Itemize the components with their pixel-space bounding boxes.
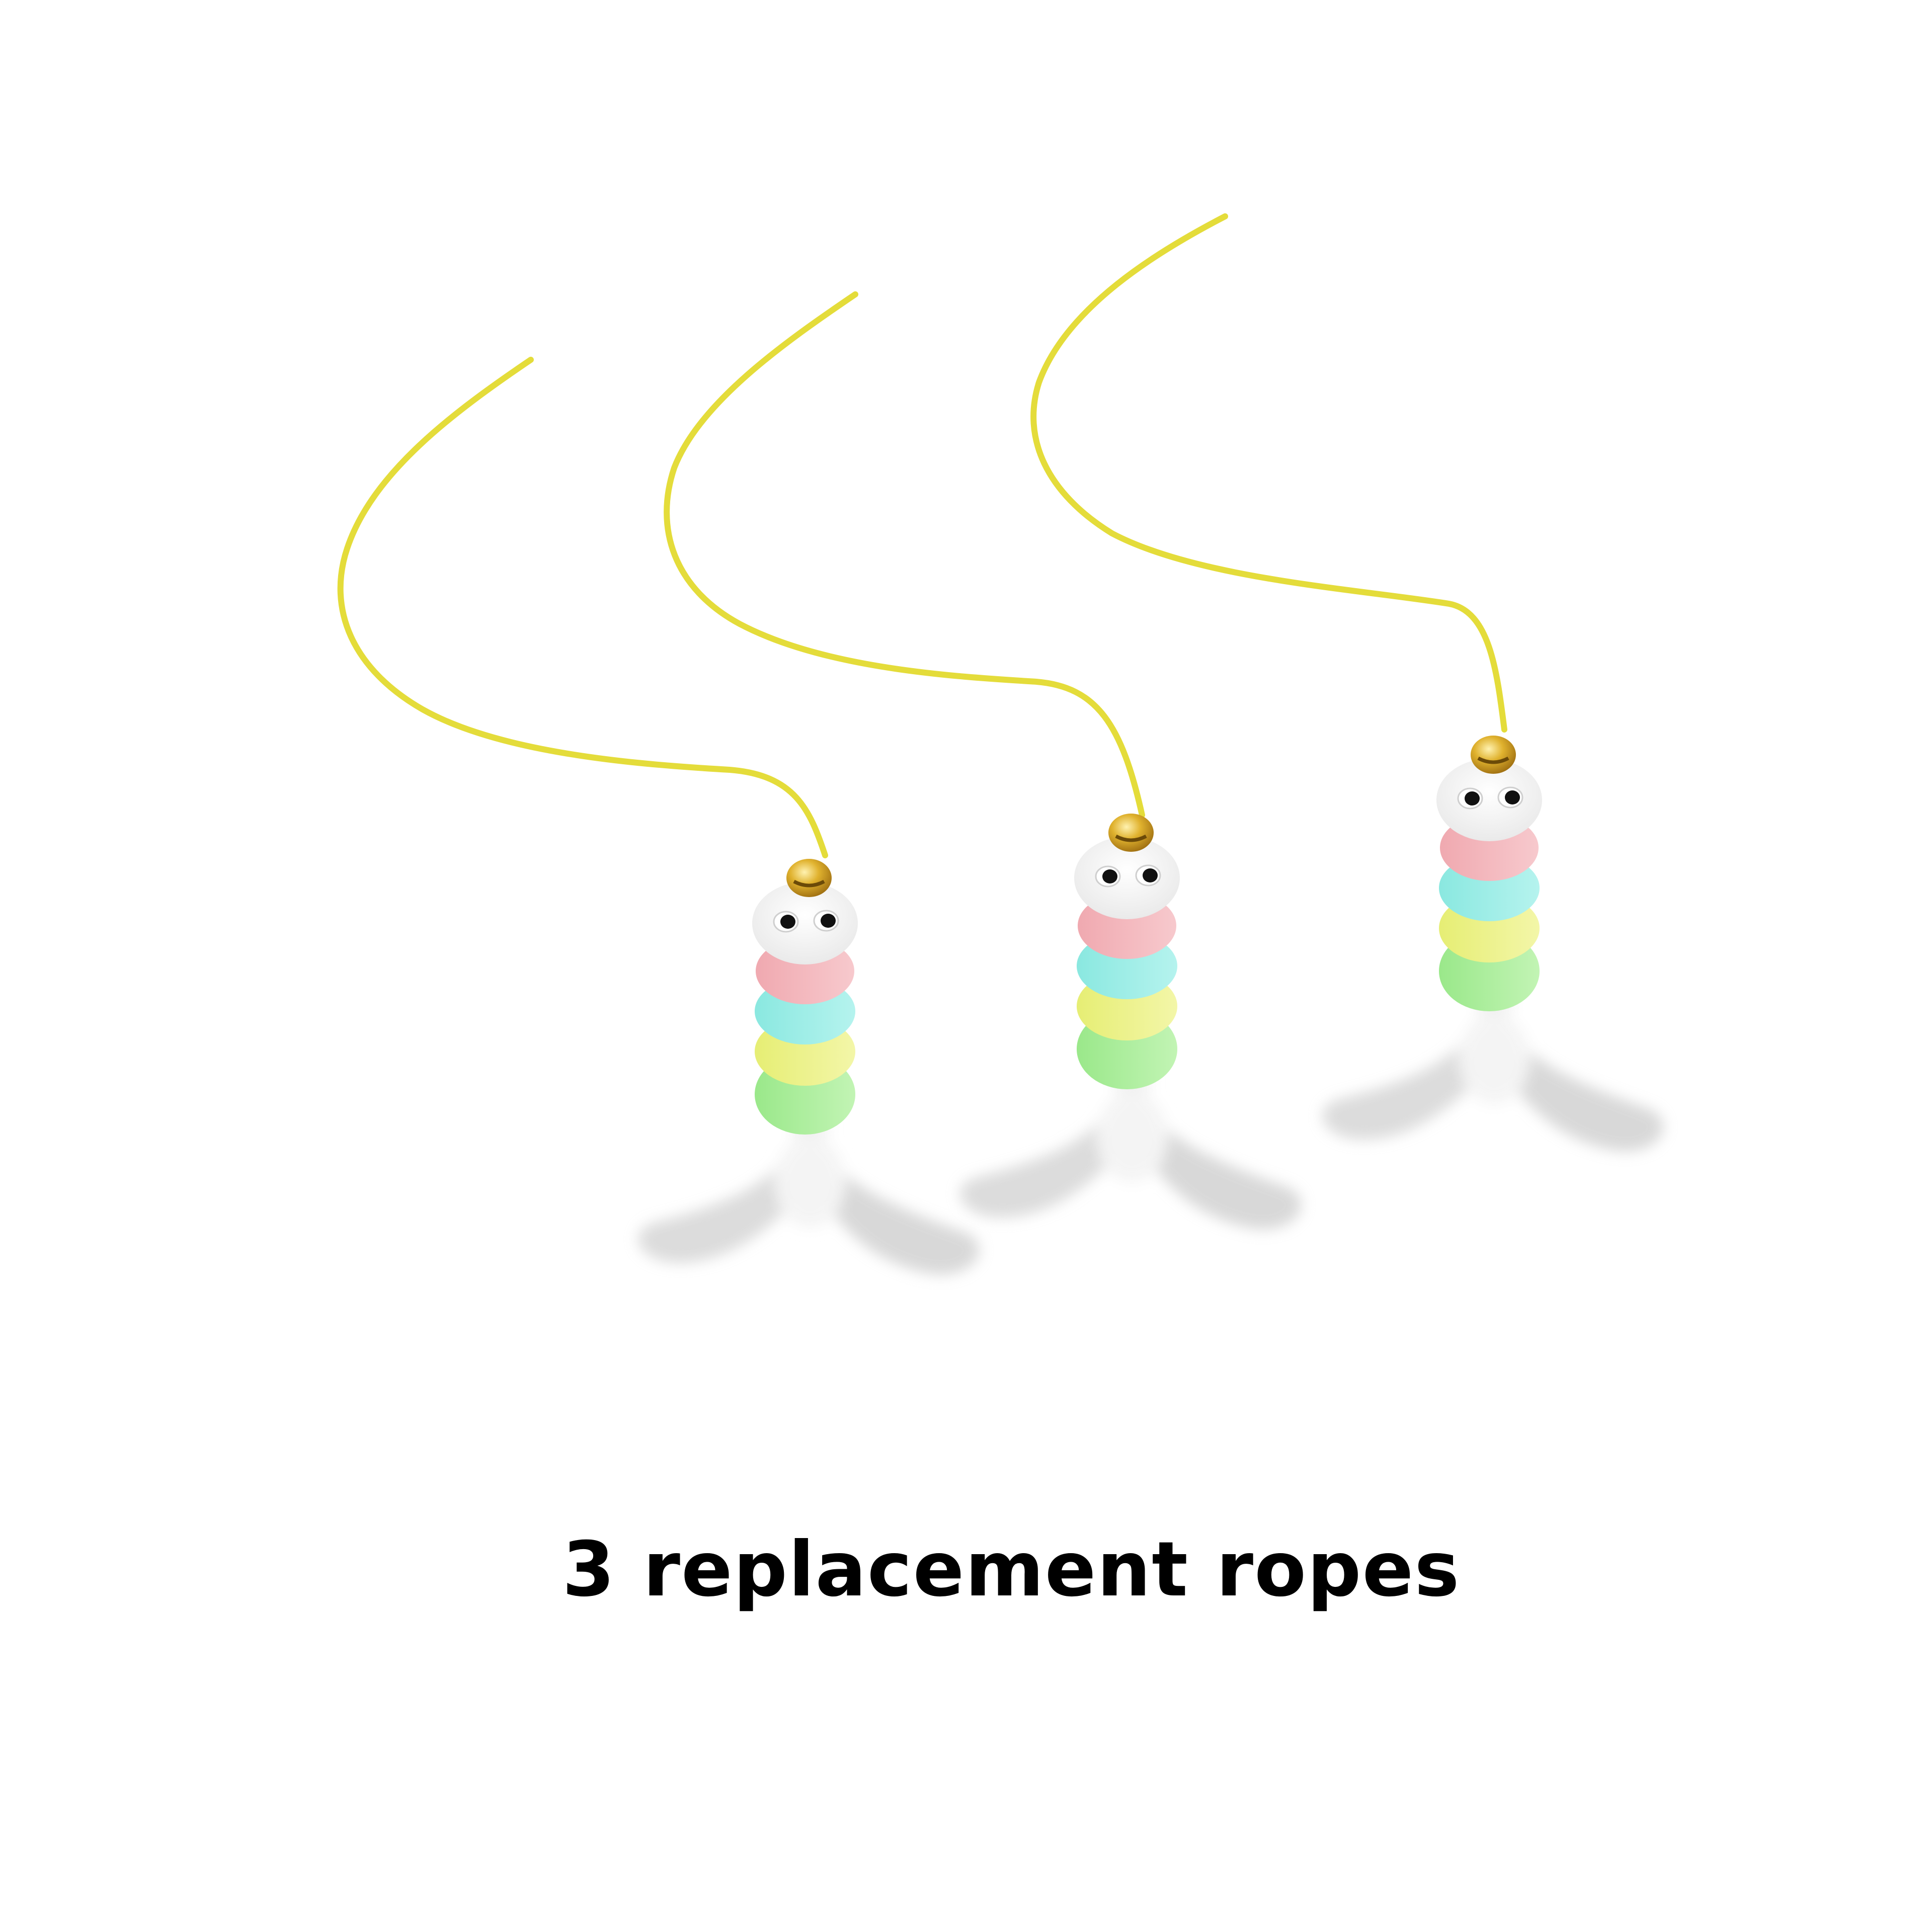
toy-1 [638, 859, 979, 1275]
toy-2 [960, 814, 1301, 1230]
rope-1 [337, 357, 828, 858]
rope-2 [664, 291, 1145, 818]
toy-3 [1322, 736, 1663, 1152]
rope-3 [1030, 213, 1507, 733]
caption-text: 3 replacement ropes [562, 1526, 1461, 1614]
